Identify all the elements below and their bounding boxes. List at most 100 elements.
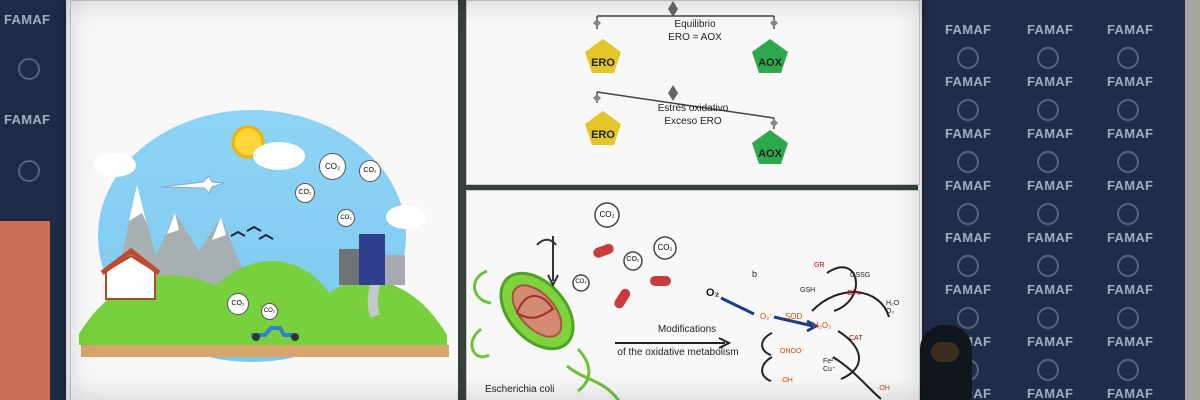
gsh-label: GSH xyxy=(800,287,816,294)
right-side-post xyxy=(1185,0,1200,400)
hourglass-icon xyxy=(668,85,678,101)
o2-arrow xyxy=(720,296,755,316)
stress-subtitle: Exceso ERO xyxy=(664,116,722,127)
capsule-icon xyxy=(614,288,631,309)
oxidative-metabolism-diagram xyxy=(470,202,890,400)
aox-label: AOX xyxy=(758,148,782,160)
famaf-label: FAMAF xyxy=(945,230,992,245)
co2-label: CO₂ xyxy=(599,210,615,219)
bacteria-inner-icon xyxy=(511,284,563,338)
sun-icon xyxy=(231,125,265,159)
co2-bubble: CO₂ xyxy=(227,293,249,315)
oh-arrow xyxy=(761,356,773,382)
famaf-seal-icon xyxy=(1037,151,1059,173)
famaf-label: FAMAF xyxy=(1027,282,1074,297)
famaf-label: FAMAF xyxy=(1107,282,1154,297)
sod-arrow xyxy=(773,315,814,328)
balance-panel: Equilibrio ERO = AOX ERO AOX Estrés oxid… xyxy=(466,0,920,185)
factory-icon xyxy=(339,249,359,285)
modifications-label: Modifications xyxy=(657,324,717,335)
superoxide-label: O₂⁻ xyxy=(760,312,774,321)
famaf-label: FAMAF xyxy=(1107,178,1154,193)
famaf-seal-icon xyxy=(957,255,979,277)
famaf-label: FAMAF xyxy=(1107,386,1154,400)
house-roof xyxy=(100,247,161,275)
famaf-label: FAMAF xyxy=(1027,230,1074,245)
fenton-arrow xyxy=(832,356,882,400)
balance-diagram xyxy=(585,1,788,164)
gpx-label: GPx xyxy=(847,290,861,297)
co2-bubble xyxy=(594,202,620,228)
hourglass-icon xyxy=(668,1,678,17)
co2-bubble: CO₂ xyxy=(337,209,355,227)
hydroxyl-label: ·OH xyxy=(877,385,890,392)
famaf-seal-icon xyxy=(1117,255,1139,277)
co2-label: CO₂ xyxy=(575,279,587,285)
famaf-label: FAMAF xyxy=(1107,334,1154,349)
famaf-seal-icon xyxy=(1117,203,1139,225)
famaf-seal-icon xyxy=(1117,151,1139,173)
famaf-label: FAMAF xyxy=(1027,126,1074,141)
panel-divider-vertical xyxy=(458,0,466,400)
speaker-face xyxy=(931,342,959,362)
co2-bubble: CO₂ xyxy=(295,183,315,203)
aox-pentagon xyxy=(752,39,788,73)
stress-title: Estrés oxidativo xyxy=(657,103,729,114)
airplane-icon xyxy=(160,175,225,194)
building-icon xyxy=(359,234,385,285)
house-icon xyxy=(105,254,156,300)
ero-pentagon xyxy=(585,39,621,73)
famaf-label: FAMAF xyxy=(1107,22,1154,37)
panel-divider-horizontal xyxy=(466,183,918,190)
tilted-balance-beam xyxy=(596,91,775,119)
metabolism-panel: CO₂ CO₂ CO₂ CO₂ Escherichia coli Modific… xyxy=(466,190,920,400)
famaf-seal-icon xyxy=(1117,47,1139,69)
famaf-seal-icon xyxy=(1037,359,1059,381)
cloud-icon xyxy=(94,153,136,177)
sod-label: SOD xyxy=(785,312,803,321)
equilibrium-title: Equilibrio xyxy=(674,19,716,30)
screen-vignette xyxy=(66,0,922,400)
oxidative-metabolism-label: of the oxidative metabolism xyxy=(617,347,739,358)
flagella-icon xyxy=(470,269,621,400)
equilibrium-equation: ERO = AOX xyxy=(668,32,722,43)
left-red-banner xyxy=(0,221,50,400)
famaf-label: FAMAF xyxy=(4,112,51,127)
famaf-label: FAMAF xyxy=(1027,178,1074,193)
gr-label: GR xyxy=(814,262,825,269)
water-oxygen-label: H₂O O₂ xyxy=(886,300,900,315)
famaf-label: FAMAF xyxy=(1027,74,1074,89)
famaf-seal-icon xyxy=(1037,255,1059,277)
co2-label: CO₂ xyxy=(626,256,640,263)
onoo-label: ONOO⁻ xyxy=(780,348,806,355)
famaf-seal-icon xyxy=(957,47,979,69)
famaf-seal-icon xyxy=(957,151,979,173)
mountain-snow xyxy=(167,213,179,234)
famaf-seal-icon xyxy=(1037,307,1059,329)
capsule-icon xyxy=(593,243,614,258)
speaker-silhouette xyxy=(920,325,972,400)
famaf-label: FAMAF xyxy=(945,178,992,193)
famaf-seal-icon xyxy=(1037,203,1059,225)
famaf-seal-icon xyxy=(1117,359,1139,381)
o2-label: O₂ xyxy=(706,287,720,299)
h2o2-label: H₂O₂ xyxy=(813,321,832,330)
environment-panel: CO₂ CO₂ CO₂ CO₂ CO₂ CO₂ xyxy=(70,0,460,400)
famaf-label: FAMAF xyxy=(1027,386,1074,400)
famaf-label: FAMAF xyxy=(1107,74,1154,89)
ero-pentagon xyxy=(585,111,621,145)
metal-ion-label: Fe²⁺ Cu⁺ xyxy=(823,358,838,373)
left-famaf-wall: FAMAF FAMAF xyxy=(0,0,70,400)
aox-pentagon xyxy=(752,130,788,164)
cat-label: CAT xyxy=(849,335,863,342)
ero-label: ERO xyxy=(591,57,615,69)
building-icon xyxy=(385,255,405,285)
mountain-snow xyxy=(129,185,147,224)
capsule-icon xyxy=(650,276,671,286)
famaf-seal-icon xyxy=(18,160,40,182)
onoo-arrow xyxy=(761,332,773,356)
famaf-label: FAMAF xyxy=(945,74,992,89)
famaf-seal-icon xyxy=(18,58,40,80)
co2-bubble: CO₂ xyxy=(359,160,381,182)
